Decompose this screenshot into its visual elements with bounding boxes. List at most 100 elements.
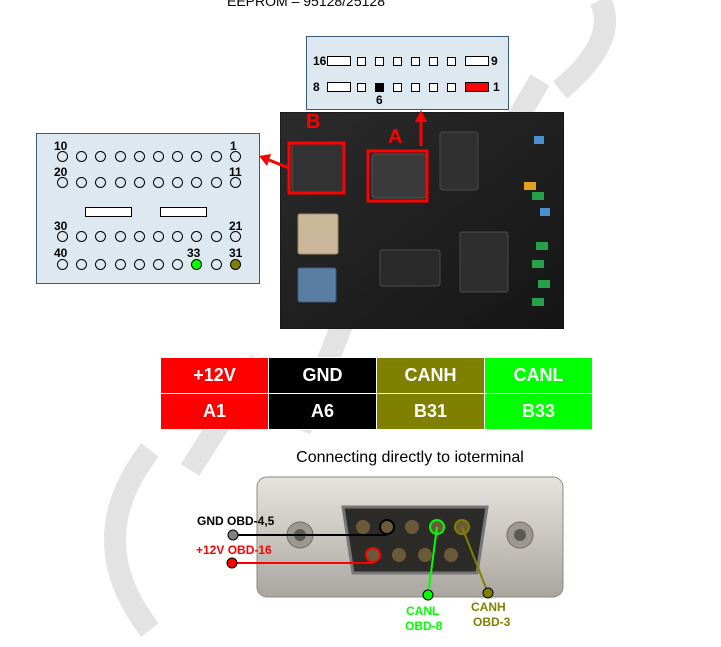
pin-hole (210, 151, 222, 162)
pin-8 (327, 82, 351, 92)
pin-hole (114, 259, 126, 270)
pin-hole (210, 259, 222, 270)
pin-31 (229, 259, 241, 270)
pin-hole (172, 259, 184, 270)
canl-label-1: CANL (406, 604, 440, 618)
pin-hole (133, 259, 145, 270)
header-canh: CANH (376, 357, 485, 394)
connector-a-pinout: 16 9 8 6 1 (306, 36, 509, 110)
pin-hole (95, 259, 107, 270)
pin-hole (114, 151, 126, 162)
pin-label-9: 9 (491, 54, 498, 68)
header-canl: CANL (484, 357, 593, 394)
pin-hole (76, 177, 88, 188)
pin-hole (191, 177, 203, 188)
canh-dot (482, 587, 494, 599)
pin-label-20: 20 (54, 165, 68, 179)
pin-33 (191, 259, 203, 270)
pin-b31: B31 (376, 393, 485, 430)
pin-hole (133, 151, 145, 162)
connect-caption: Connecting directly to ioterminal (296, 449, 524, 466)
pin-label-33: 33 (187, 246, 201, 260)
header-12v: +12V (160, 357, 269, 394)
pin-12 (411, 57, 420, 66)
bsi-module-photo (280, 112, 564, 329)
pin-hole (172, 151, 184, 162)
pin-11 (429, 57, 438, 66)
connector-b-pinout: 10 1 20 11 30 21 40 33 31 (36, 133, 260, 284)
arrow-up-head (415, 110, 427, 122)
pin-mapping-table: +12V GND CANH CANL A1 A6 B31 B33 (160, 357, 593, 430)
arrow-left-to-b (268, 158, 290, 170)
pin-hole (76, 151, 88, 162)
pin-hole (95, 231, 107, 242)
pin-6 (375, 83, 384, 92)
pointer-arrows (259, 110, 427, 170)
pin-b33: B33 (484, 393, 593, 430)
pin-hole (95, 177, 107, 188)
pin-13 (393, 57, 402, 66)
gnd-label: GND OBD-4,5 (197, 514, 275, 528)
pin-hole (191, 151, 203, 162)
canh-wire (461, 526, 489, 594)
connector-label-a: A (388, 126, 403, 148)
pin-label-11: 11 (229, 165, 242, 179)
pin-hole (133, 231, 145, 242)
pin-3 (429, 83, 438, 92)
v12-label: +12V OBD-16 (196, 543, 272, 557)
pin-4 (411, 83, 420, 92)
canh-label-1: CANH (471, 600, 506, 614)
highlight-a (366, 149, 429, 203)
gnd-dot (227, 529, 239, 541)
pin-label-10: 10 (54, 139, 68, 153)
pin-7 (357, 83, 366, 92)
pin-label-30: 30 (54, 219, 68, 233)
pin-label-40: 40 (54, 246, 68, 260)
pin-hole (153, 177, 164, 188)
pin-a1: A1 (160, 393, 269, 430)
pin-label-16: 16 (313, 54, 327, 68)
canl-label-2: OBD-8 (405, 619, 443, 633)
pin-label-31: 31 (229, 246, 243, 260)
pin-hole (191, 231, 203, 242)
pin-16 (327, 56, 351, 66)
pin-hole (114, 231, 126, 242)
pin-hole (57, 259, 68, 270)
pin-hole (229, 151, 241, 162)
arrow-left-head (259, 154, 271, 166)
pin-label-1b: 1 (230, 139, 237, 153)
pin-hole (57, 177, 68, 188)
pin-label-6: 6 (376, 93, 383, 107)
pin-hole (210, 231, 222, 242)
latch-right (160, 207, 207, 217)
pin-hole (153, 259, 164, 270)
db9-connector-photo (256, 476, 564, 598)
pin-label-1: 1 (493, 80, 500, 94)
pin-hole (153, 151, 164, 162)
pin-5 (393, 83, 402, 92)
v12-dot (226, 557, 238, 569)
pin-hole (57, 231, 68, 242)
pin-2 (447, 83, 456, 92)
page-title: EEPROM – 95128/25128 (227, 0, 385, 9)
pin-hole (133, 177, 145, 188)
pin-hole (229, 231, 241, 242)
pin-10 (447, 57, 456, 66)
pin-label-8: 8 (313, 80, 320, 94)
pin-hole (172, 177, 184, 188)
canh-label-2: OBD-3 (473, 615, 511, 629)
pin-hole (57, 151, 68, 162)
connector-label-b: B (306, 111, 321, 133)
pin-label-21: 21 (229, 219, 243, 233)
pin-a6: A6 (268, 393, 377, 430)
pin-hole (229, 177, 241, 188)
canl-dot (422, 589, 434, 601)
canl-wire (427, 526, 438, 596)
pin-15 (357, 57, 366, 66)
pin-1 (465, 82, 489, 92)
header-gnd: GND (268, 357, 377, 394)
pin-14 (375, 57, 384, 66)
pin-hole (76, 231, 88, 242)
pin-hole (172, 231, 184, 242)
